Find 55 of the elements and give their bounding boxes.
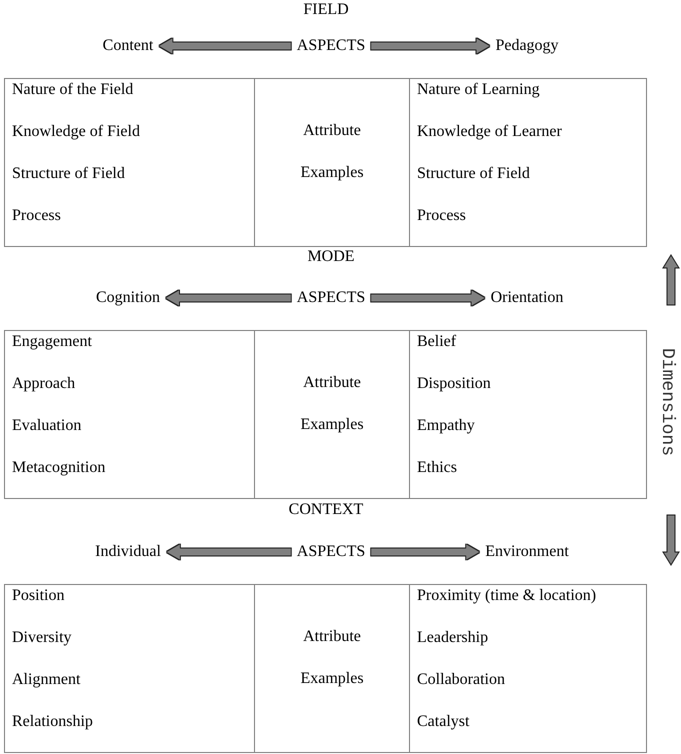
list-item: Position	[12, 586, 64, 606]
block-arrow	[371, 544, 480, 560]
aspect-label: Pedagogy	[489, 36, 565, 56]
table-cell	[254, 330, 410, 499]
list-item: Metacognition	[12, 458, 106, 478]
center-label: Attribute Examples	[300, 627, 364, 689]
aspect-label: Orientation	[484, 288, 570, 308]
aspect-label: Cognition	[90, 288, 166, 308]
list-item: Empathy	[417, 416, 475, 436]
aspect-label: Individual	[89, 542, 167, 562]
list-item: Structure of Field	[417, 164, 530, 184]
list-item: Disposition	[417, 374, 491, 394]
list-item: Relationship	[12, 712, 93, 732]
center-heading: ASPECTS	[290, 542, 372, 562]
center-heading: ASPECTS	[290, 288, 372, 308]
list-item: Knowledge of Learner	[417, 122, 562, 142]
list-item: Knowledge of Field	[12, 122, 140, 142]
table-cell	[4, 584, 255, 753]
list-item: Nature of the Field	[12, 80, 134, 100]
list-item: Approach	[12, 374, 76, 394]
list-item: Structure of Field	[12, 164, 125, 184]
section-title: CONTEXT	[288, 500, 364, 520]
list-item: Nature of Learning	[417, 80, 540, 100]
table-cell	[409, 330, 647, 499]
table-cell	[409, 78, 647, 247]
table-cell	[4, 330, 255, 499]
list-item: Process	[12, 206, 61, 226]
table-cell	[254, 78, 410, 247]
list-item: Leadership	[417, 628, 488, 648]
section-title: MODE	[307, 247, 355, 267]
list-item: Collaboration	[417, 670, 505, 690]
block-arrow	[159, 38, 291, 54]
list-item: Diversity	[12, 628, 72, 648]
list-item: Alignment	[12, 670, 80, 690]
list-item: Ethics	[417, 458, 457, 478]
center-heading: ASPECTS	[290, 36, 372, 56]
block-arrow	[166, 544, 291, 560]
list-item: Belief	[417, 332, 456, 352]
block-arrow	[371, 290, 485, 306]
center-label: Attribute Examples	[300, 121, 364, 183]
list-item: Catalyst	[417, 712, 470, 732]
table-cell	[409, 584, 647, 753]
vertical-label: Dimensions	[656, 348, 678, 456]
aspect-label: Environment	[479, 542, 575, 562]
section-title: FIELD	[303, 0, 349, 20]
table-cell	[4, 78, 255, 247]
center-label: Attribute Examples	[300, 373, 364, 435]
table-cell	[254, 584, 410, 753]
block-arrow	[166, 290, 291, 306]
aspect-label: Content	[96, 36, 160, 56]
list-item: Process	[417, 206, 466, 226]
list-item: Engagement	[12, 332, 92, 352]
list-item: Proximity (time & location)	[417, 586, 596, 606]
list-item: Evaluation	[12, 416, 82, 436]
block-arrow	[371, 38, 490, 54]
